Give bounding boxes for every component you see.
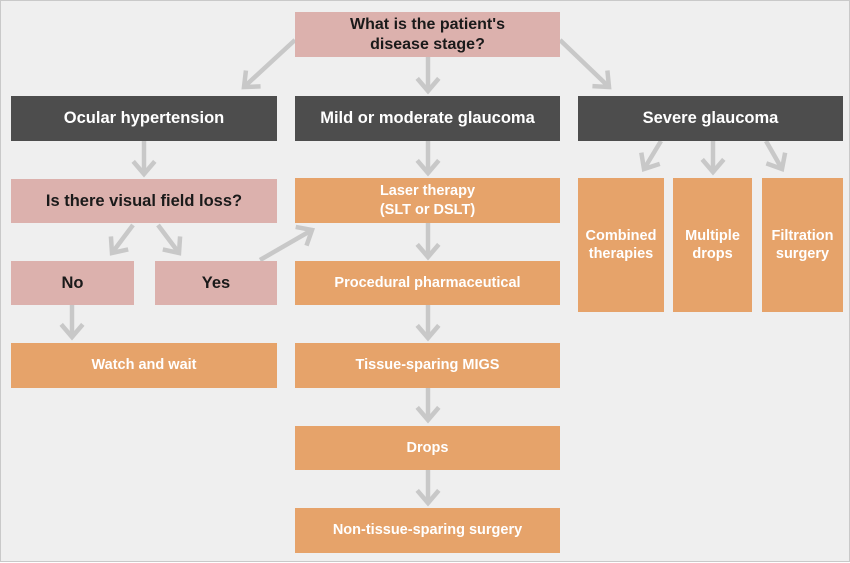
arrow-question-to-no [108, 223, 135, 256]
tissue-sparing-migs-label: Tissue-sparing MIGS [355, 357, 500, 374]
drops-box: Drops [295, 426, 560, 470]
filtration-surgery-label: Filtration surgery [771, 227, 834, 262]
stage-mild-moderate-label: Mild or moderate glaucoma [320, 109, 535, 128]
arrow-severe-to-combined [639, 139, 663, 172]
stage-severe-label: Severe glaucoma [642, 109, 779, 128]
laser-therapy-label: Laser therapy (SLT or DSLT) [379, 182, 476, 218]
answer-yes-box: Yes [155, 261, 277, 305]
answer-no-box: No [11, 261, 134, 305]
watch-and-wait-box: Watch and wait [11, 343, 277, 388]
root-question-text: What is the patient's disease stage? [350, 15, 505, 53]
watch-and-wait-label: Watch and wait [91, 357, 197, 374]
procedural-pharmaceutical-box: Procedural pharmaceutical [295, 261, 560, 305]
arrow-severe-to-filtration [764, 139, 788, 173]
stage-ocular-hypertension-label: Ocular hypertension [63, 109, 225, 128]
combined-therapies-box: Combined therapies [578, 178, 664, 312]
filtration-surgery-box: Filtration surgery [762, 178, 843, 312]
arrow-yes-to-laser [258, 224, 315, 262]
visual-field-loss-text: Is there visual field loss? [45, 191, 243, 210]
multiple-drops-box: Multiple drops [673, 178, 752, 312]
multiple-drops-label: Multiple drops [685, 227, 740, 262]
combined-therapies-label: Combined therapies [585, 227, 657, 262]
answer-no-label: No [61, 273, 84, 292]
stage-ocular-hypertension: Ocular hypertension [11, 96, 277, 141]
arrow-root-to-ocular [241, 38, 297, 90]
non-tissue-sparing-surgery-box: Non-tissue-sparing surgery [295, 508, 560, 553]
procedural-pharmaceutical-label: Procedural pharmaceutical [334, 274, 521, 291]
drops-label: Drops [406, 439, 449, 456]
arrow-question-to-yes [156, 223, 183, 256]
stage-mild-moderate-glaucoma: Mild or moderate glaucoma [295, 96, 560, 141]
arrow-root-to-severe [558, 38, 612, 90]
stage-severe-glaucoma: Severe glaucoma [578, 96, 843, 141]
laser-therapy-box: Laser therapy (SLT or DSLT) [295, 178, 560, 223]
non-tissue-sparing-surgery-label: Non-tissue-sparing surgery [332, 522, 523, 539]
tissue-sparing-migs-box: Tissue-sparing MIGS [295, 343, 560, 388]
answer-yes-label: Yes [201, 273, 231, 292]
visual-field-loss-question: Is there visual field loss? [11, 179, 277, 223]
root-question-box: What is the patient's disease stage? [295, 12, 560, 57]
